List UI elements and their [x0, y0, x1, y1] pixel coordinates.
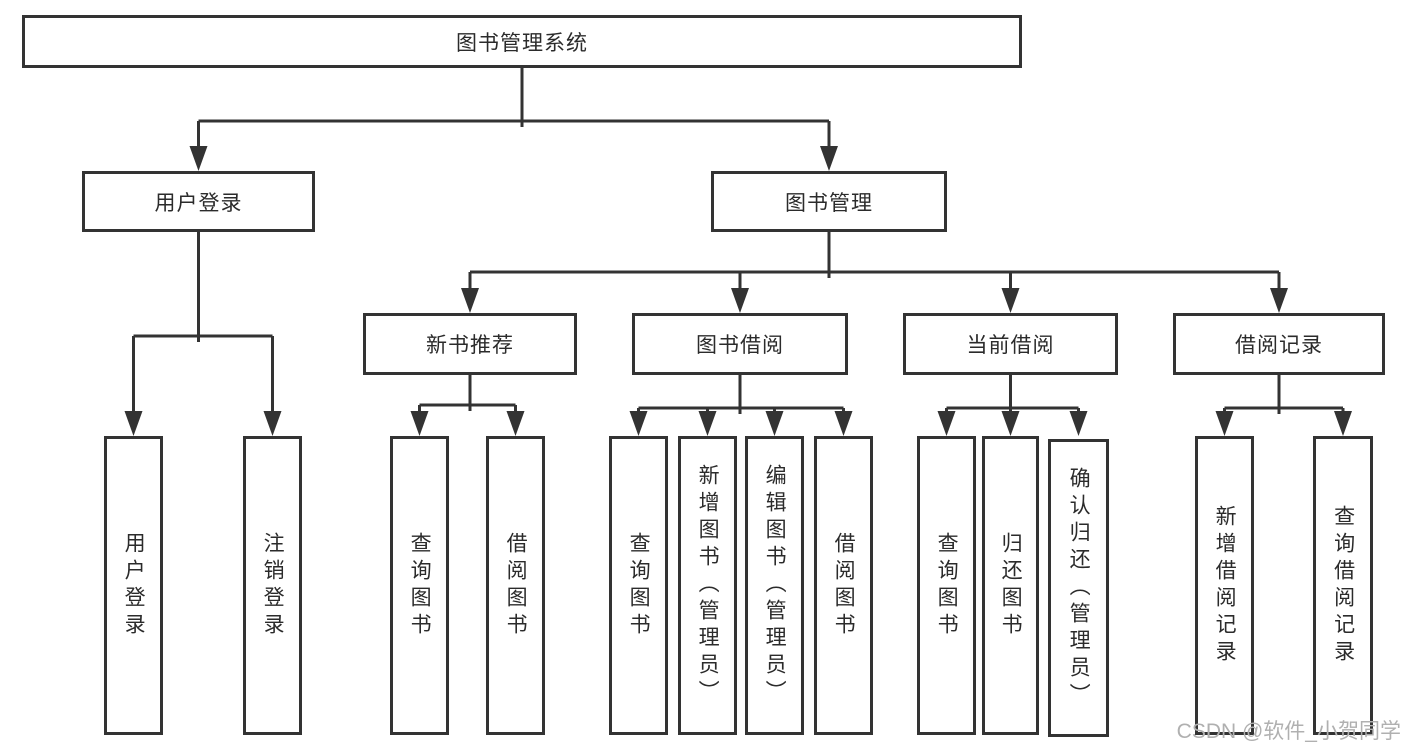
leaf-user-login-label: 用户登录 [122, 531, 146, 640]
node-book-borrow-label: 图书借阅 [696, 334, 784, 357]
node-borrow-records-label: 借阅记录 [1235, 334, 1323, 357]
leaf-borrow-query-books: 查询图书 [609, 436, 668, 735]
leaf-records-query-record-label: 查询借阅记录 [1331, 504, 1355, 667]
leaf-borrow-add-books-admin: 新增图书（管理员） [678, 436, 737, 735]
leaf-current-return-books-label: 归还图书 [999, 531, 1023, 640]
node-user-login-label: 用户登录 [154, 191, 243, 215]
connector-current-borrow-to-leaves [945, 375, 1080, 415]
leaf-records-query-record: 查询借阅记录 [1313, 436, 1373, 735]
leaf-current-query-books-label: 查询图书 [935, 531, 959, 640]
node-current-borrow: 当前借阅 [903, 313, 1118, 375]
leaf-borrow-edit-books-admin-label: 编辑图书（管理员） [763, 464, 787, 707]
connector-book-mgmt-to-level3 [468, 232, 1281, 292]
node-user-login: 用户登录 [82, 171, 315, 232]
node-library-system-label: 图书管理系统 [456, 31, 588, 55]
connector-root-to-level2 [197, 68, 831, 150]
node-book-management: 图书管理 [711, 171, 947, 232]
node-library-system: 图书管理系统 [22, 15, 1022, 68]
leaf-newrec-borrow-books-label: 借阅图书 [504, 531, 528, 640]
leaf-current-confirm-return-admin: 确认归还（管理员） [1048, 439, 1109, 737]
connector-borrow-records-to-leaves [1223, 375, 1345, 415]
leaf-logout-login-label: 注销登录 [261, 531, 285, 640]
node-new-book-recommend: 新书推荐 [363, 313, 577, 375]
connector-new-rec-to-leaves [418, 375, 517, 415]
node-borrow-records: 借阅记录 [1173, 313, 1385, 375]
leaf-user-login: 用户登录 [104, 436, 163, 735]
leaf-borrow-query-books-label: 查询图书 [627, 531, 651, 640]
node-book-borrow: 图书借阅 [632, 313, 848, 375]
leaf-borrow-add-books-admin-label: 新增图书（管理员） [696, 464, 720, 707]
node-current-borrow-label: 当前借阅 [966, 334, 1055, 357]
leaf-borrow-borrow-books: 借阅图书 [814, 436, 873, 735]
leaf-records-add-record-label: 新增借阅记录 [1213, 504, 1237, 667]
leaf-newrec-query-books: 查询图书 [390, 436, 449, 735]
watermark: CSDN @软件_小贺同学 [1176, 720, 1401, 743]
node-book-management-label: 图书管理 [785, 191, 873, 215]
connector-book-borrow-to-leaves [637, 375, 845, 415]
leaf-records-add-record: 新增借阅记录 [1195, 436, 1254, 735]
leaf-borrow-borrow-books-label: 借阅图书 [832, 531, 856, 640]
leaf-newrec-query-books-label: 查询图书 [408, 531, 432, 640]
leaf-borrow-edit-books-admin: 编辑图书（管理员） [745, 436, 804, 735]
arrow-down-icon [124, 146, 1352, 436]
leaf-current-confirm-return-admin-label: 确认归还（管理员） [1067, 466, 1091, 710]
connector-user-login-to-leaves [132, 232, 274, 415]
leaf-current-query-books: 查询图书 [917, 436, 976, 735]
leaf-current-return-books: 归还图书 [982, 436, 1039, 735]
leaf-logout-login: 注销登录 [243, 436, 302, 735]
node-new-book-recommend-label: 新书推荐 [426, 334, 514, 357]
leaf-newrec-borrow-books: 借阅图书 [486, 436, 545, 735]
